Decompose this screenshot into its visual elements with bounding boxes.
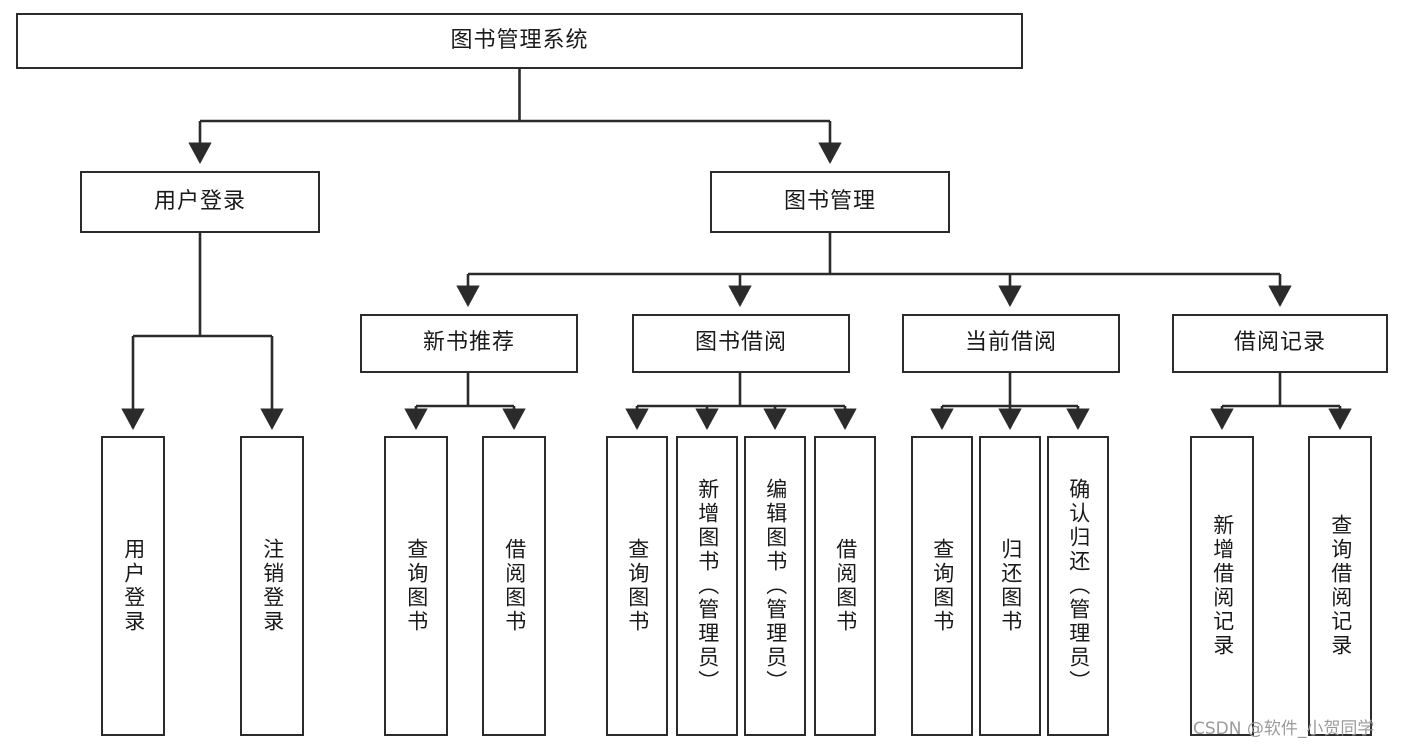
node-label: 确认归还（管理员）: [1066, 478, 1091, 694]
node-book-borrow[interactable]: 图书借阅: [632, 314, 850, 373]
node-label: 用户登录: [121, 538, 146, 634]
leaf-edit-book-admin[interactable]: 编辑图书（管理员）: [744, 436, 806, 736]
leaf-confirm-return-admin[interactable]: 确认归还（管理员）: [1047, 436, 1109, 736]
node-label: 查询图书: [404, 538, 429, 634]
leaf-query-book-new[interactable]: 查询图书: [384, 436, 448, 736]
node-new-book-recommend[interactable]: 新书推荐: [360, 314, 578, 373]
node-label: 新书推荐: [422, 330, 515, 356]
leaf-return-book[interactable]: 归还图书: [979, 436, 1041, 736]
node-label: 注销登录: [260, 538, 285, 634]
node-label: 查询借阅记录: [1328, 514, 1353, 658]
leaf-borrow-book-new[interactable]: 借阅图书: [482, 436, 546, 736]
node-label: 编辑图书（管理员）: [763, 478, 788, 694]
leaf-query-book-borrow[interactable]: 查询图书: [606, 436, 668, 736]
node-label: 当前借阅: [964, 330, 1057, 356]
node-book-management[interactable]: 图书管理: [710, 171, 950, 233]
node-label: 图书管理系统: [450, 27, 589, 53]
node-label: 借阅图书: [833, 538, 858, 634]
node-label: 图书借阅: [694, 330, 787, 356]
node-label: 查询图书: [930, 538, 955, 634]
leaf-borrow-book[interactable]: 借阅图书: [814, 436, 876, 736]
node-label: 归还图书: [998, 538, 1023, 634]
watermark-text: CSDN @软件_小贺同学: [1193, 719, 1375, 739]
leaf-add-borrow-record[interactable]: 新增借阅记录: [1190, 436, 1254, 736]
node-label: 借阅记录: [1233, 330, 1326, 356]
leaf-add-book-admin[interactable]: 新增图书（管理员）: [676, 436, 738, 736]
node-label: 用户登录: [153, 188, 246, 214]
node-borrow-record[interactable]: 借阅记录: [1172, 314, 1388, 373]
node-label: 查询图书: [625, 538, 650, 634]
node-label: 图书管理: [783, 188, 876, 214]
node-current-borrow[interactable]: 当前借阅: [902, 314, 1120, 373]
leaf-query-borrow-record[interactable]: 查询借阅记录: [1308, 436, 1372, 736]
node-label: 新增借阅记录: [1210, 514, 1235, 658]
node-root-book-management-system[interactable]: 图书管理系统: [16, 13, 1023, 69]
node-user-login[interactable]: 用户登录: [80, 171, 320, 233]
leaf-user-login[interactable]: 用户登录: [101, 436, 165, 736]
node-label: 新增图书（管理员）: [695, 478, 720, 694]
node-label: 借阅图书: [502, 538, 527, 634]
leaf-query-book-current[interactable]: 查询图书: [911, 436, 973, 736]
leaf-logout[interactable]: 注销登录: [240, 436, 304, 736]
